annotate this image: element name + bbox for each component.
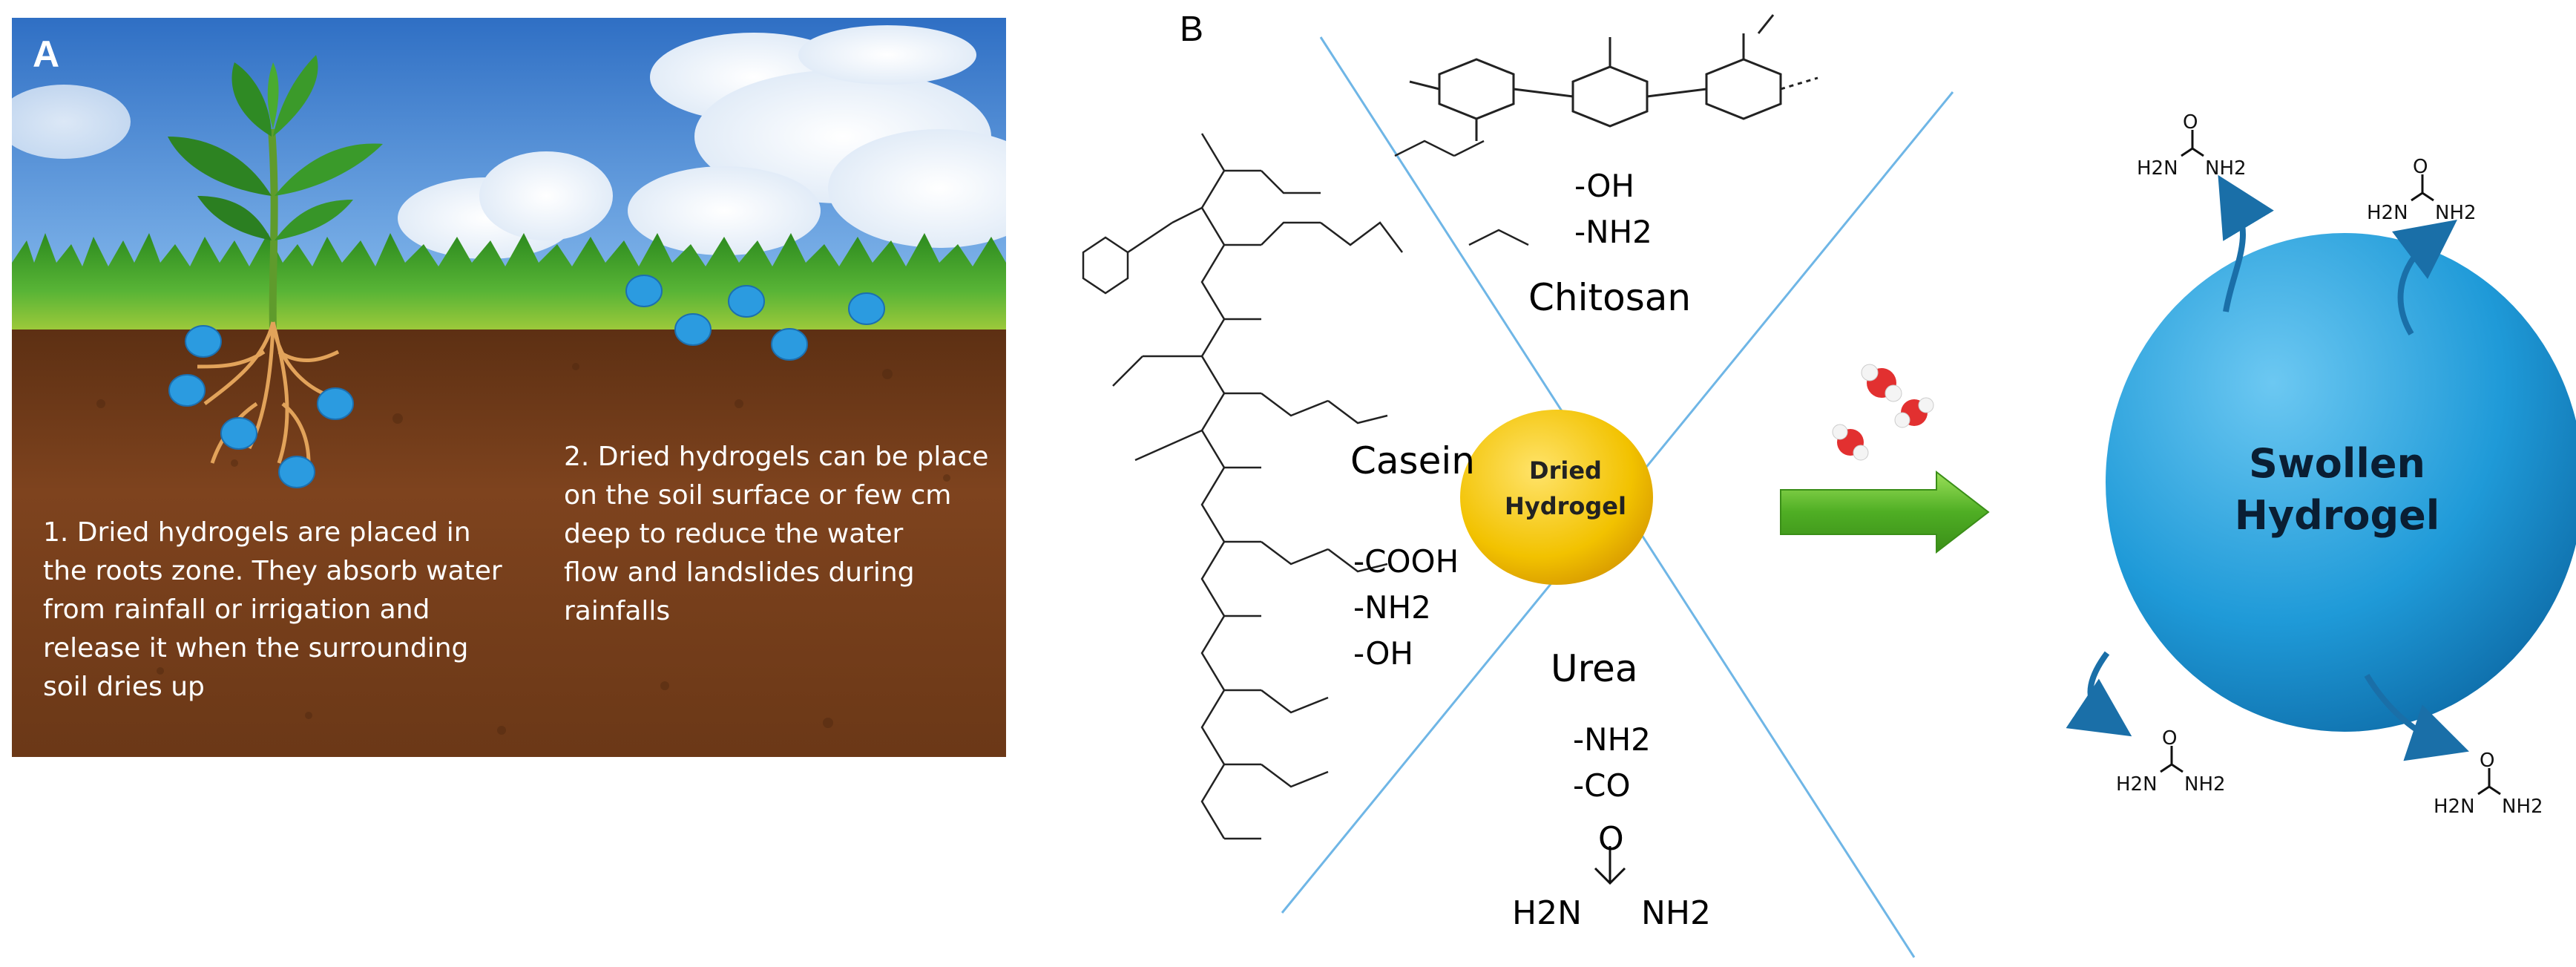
casein-group: -NH2 [1353, 589, 1431, 626]
urea-structure-o: O [1598, 820, 1624, 858]
swollen-line-2: Hydrogel [2234, 492, 2440, 539]
dried-line-1: Dried [1529, 456, 1602, 485]
urea-structure-right: NH2 [1641, 894, 1711, 932]
swelling-arrow [1780, 470, 1990, 554]
swollen-line-1: Swollen [2249, 440, 2425, 487]
casein-structure [1082, 133, 1529, 840]
urea-mini-o: O [2162, 727, 2178, 750]
hydrogel-beads [168, 275, 885, 488]
urea-group: -CO [1573, 767, 1631, 804]
urea-structure-left: H2N [1512, 894, 1582, 932]
casein-group: -COOH [1353, 543, 1459, 580]
urea-mini-bonds [1594, 130, 2501, 885]
urea-label: Urea [1551, 647, 1638, 690]
bead [625, 275, 663, 307]
panel-b-hydrogel-scheme: B -OH -NH2 Chitosan Casein -COOH -NH2 -O… [1024, 0, 2576, 967]
urea-mini-right: NH2 [2205, 157, 2247, 180]
urea-mini-right: NH2 [2502, 796, 2543, 818]
bead [771, 328, 808, 361]
bead [168, 374, 206, 407]
release-arrows [2066, 174, 2469, 761]
urea-mini-o: O [2183, 111, 2198, 134]
urea-mini-o: O [2480, 750, 2495, 772]
urea-mini-left: H2N [2137, 157, 2178, 180]
caption-soil-surface: 2. Dried hydrogels can be place on the s… [564, 442, 989, 626]
bead [220, 417, 257, 450]
panel-a-letter: A [33, 33, 60, 75]
plant [168, 55, 383, 330]
casein-group: -OH [1353, 635, 1413, 672]
caption-roots-zone: 1. Dried hydrogels are placed in the roo… [43, 517, 502, 702]
dried-hydrogel-label: Dried Hydrogel [1469, 453, 1662, 524]
chitosan-groups: -OH -NH2 [1574, 163, 1652, 255]
urea-mini-left: H2N [2367, 202, 2408, 224]
dried-hydrogel [1460, 410, 1653, 585]
chitosan-group: -NH2 [1574, 214, 1652, 250]
bead [278, 456, 315, 488]
dried-line-2: Hydrogel [1505, 492, 1626, 520]
urea-mini-o: O [2413, 156, 2428, 178]
bead [728, 285, 765, 318]
casein-groups: -COOH -NH2 -OH [1353, 539, 1459, 677]
swollen-hydrogel [2106, 233, 2576, 732]
urea-group: -NH2 [1573, 721, 1651, 758]
bead [317, 387, 354, 420]
bead [674, 313, 712, 346]
water-molecules [1832, 364, 1934, 461]
chitosan-group: -OH [1574, 168, 1634, 204]
panel-b-letter: B [1180, 10, 1204, 49]
chitosan-label: Chitosan [1528, 276, 1692, 319]
urea-mini-left: H2N [2434, 796, 2475, 818]
scheme-graphics [1082, 14, 2576, 958]
urea-mini-left: H2N [2116, 773, 2158, 796]
chitosan-structure [1409, 14, 1818, 141]
swollen-hydrogel-label: Swollen Hydrogel [2181, 438, 2493, 542]
soil-scene [12, 18, 1006, 757]
urea-groups: -NH2 -CO [1573, 717, 1651, 809]
urea-mini-right: NH2 [2184, 773, 2226, 796]
clouds [12, 25, 1006, 259]
soil-texture [96, 363, 950, 735]
panel-a-soil-illustration: A 1. Dried hydrogels are placed in the r… [12, 18, 1006, 757]
bead [185, 325, 222, 358]
casein-label: Casein [1350, 439, 1475, 482]
urea-mini-right: NH2 [2435, 202, 2477, 224]
bead [848, 292, 885, 325]
